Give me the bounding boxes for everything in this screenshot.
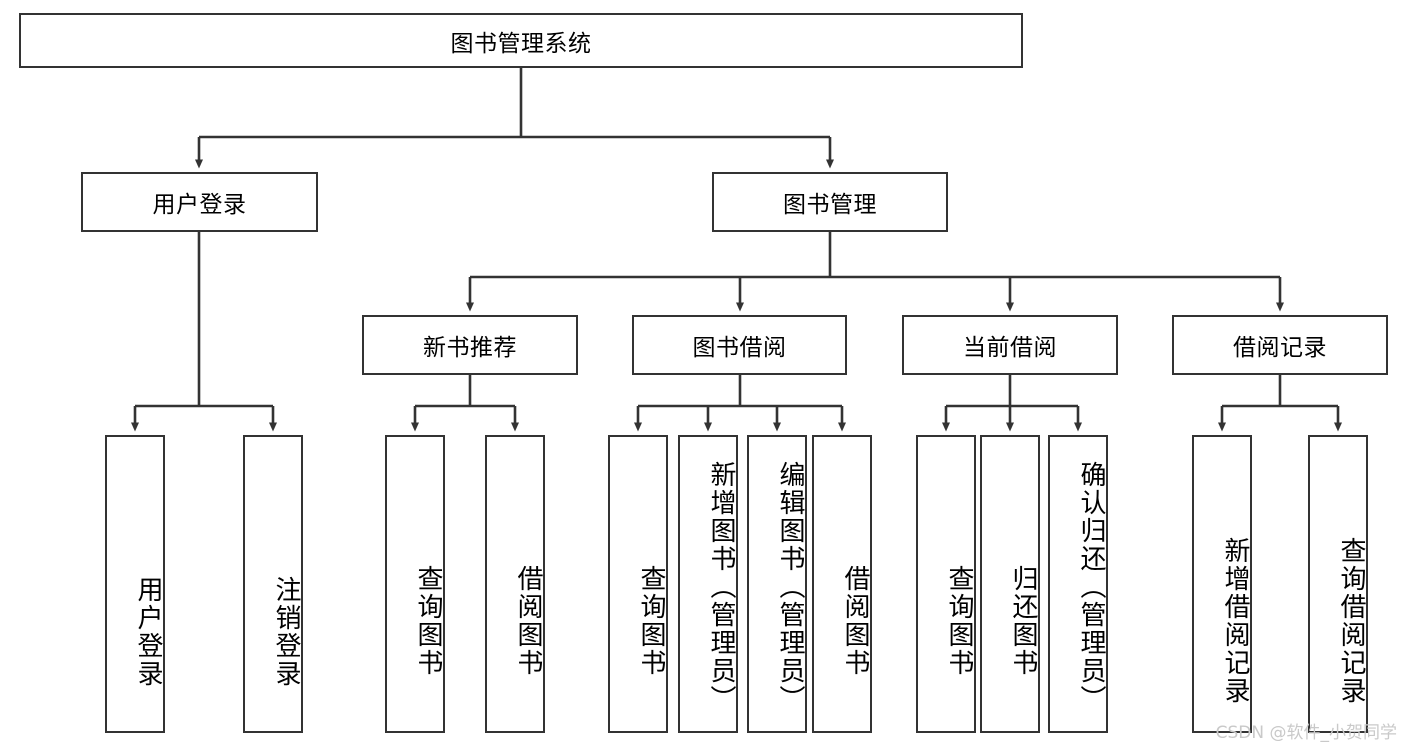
node-label: 查询借阅记录 <box>1336 537 1366 705</box>
node-label: 借阅图书 <box>513 565 543 677</box>
leaf-book-borrow-query[interactable]: 查询图书 <box>608 435 668 733</box>
node-label: 用户登录 <box>133 576 163 688</box>
node-label: 新增借阅记录 <box>1220 537 1250 705</box>
leaf-borrow-records-query[interactable]: 查询借阅记录 <box>1308 435 1368 733</box>
node-label: 确认归还（管理员） <box>1076 461 1106 713</box>
node-root-library-system[interactable]: 图书管理系统 <box>19 13 1023 68</box>
node-label: 当前借阅 <box>963 335 1057 361</box>
node-label: 注销登录 <box>271 576 301 688</box>
leaf-borrow-records-add[interactable]: 新增借阅记录 <box>1192 435 1252 733</box>
node-label: 用户登录 <box>152 192 247 218</box>
node-label: 查询图书 <box>413 565 443 677</box>
node-label: 图书管理 <box>783 192 877 218</box>
node-user-login[interactable]: 用户登录 <box>81 172 318 232</box>
node-label: 新书推荐 <box>423 335 517 361</box>
node-label: 查询图书 <box>944 565 974 677</box>
node-label: 借阅图书 <box>840 565 870 677</box>
leaf-new-books-query[interactable]: 查询图书 <box>385 435 445 733</box>
leaf-new-books-borrow[interactable]: 借阅图书 <box>485 435 545 733</box>
leaf-book-borrow-edit-admin[interactable]: 编辑图书（管理员） <box>747 435 807 733</box>
node-label: 借阅记录 <box>1233 335 1327 361</box>
leaf-book-borrow-borrow[interactable]: 借阅图书 <box>812 435 872 733</box>
csdn-watermark: CSDN @软件_小贺同学 <box>1215 723 1397 743</box>
node-book-management[interactable]: 图书管理 <box>712 172 948 232</box>
leaf-current-borrow-query[interactable]: 查询图书 <box>916 435 976 733</box>
leaf-book-borrow-add-admin[interactable]: 新增图书（管理员） <box>678 435 738 733</box>
leaf-user-login-signout[interactable]: 注销登录 <box>243 435 303 733</box>
node-current-borrow[interactable]: 当前借阅 <box>902 315 1118 375</box>
leaf-current-borrow-return[interactable]: 归还图书 <box>980 435 1040 733</box>
node-new-book-recommend[interactable]: 新书推荐 <box>362 315 578 375</box>
node-label: 查询图书 <box>636 565 666 677</box>
node-book-borrow[interactable]: 图书借阅 <box>632 315 847 375</box>
leaf-user-login-signin[interactable]: 用户登录 <box>105 435 165 733</box>
leaf-current-borrow-confirm-admin[interactable]: 确认归还（管理员） <box>1048 435 1108 733</box>
node-label: 图书借阅 <box>692 335 787 361</box>
node-label: 编辑图书（管理员） <box>775 461 805 713</box>
node-borrow-records[interactable]: 借阅记录 <box>1172 315 1388 375</box>
node-label: 图书管理系统 <box>450 30 592 57</box>
node-label: 新增图书（管理员） <box>706 461 736 713</box>
node-label: 归还图书 <box>1008 565 1038 677</box>
